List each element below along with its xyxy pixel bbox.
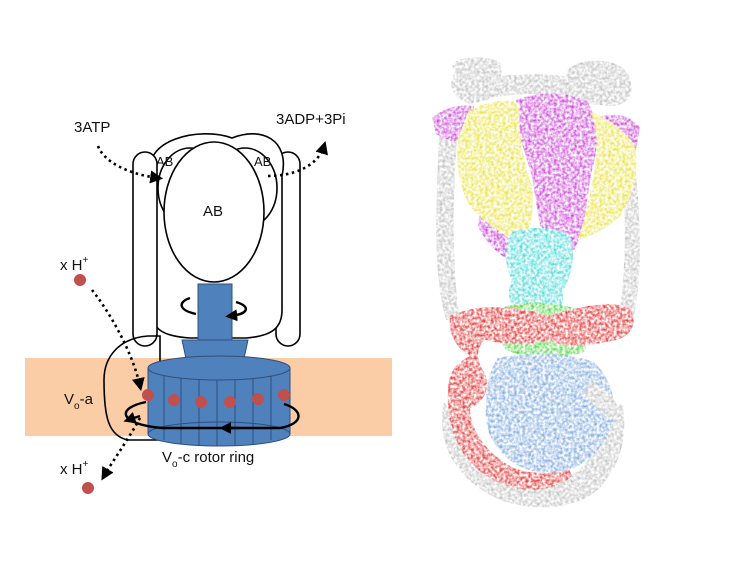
rotor-ring: [126, 356, 299, 446]
proton-in-dot: [74, 274, 86, 286]
proton-dot: [168, 394, 180, 406]
ab-label-left: AB: [156, 154, 173, 169]
schematic-diagram: 3ATP 3ADP+3Pi AB AB AB x H+ x H+ Vo-a Vo…: [25, 111, 392, 494]
proton-out-dot: [82, 482, 94, 494]
ab-label-right: AB: [254, 154, 271, 169]
rotor-label: Vo-c rotor ring: [162, 449, 254, 470]
adp-label: 3ADP+3Pi: [276, 111, 346, 128]
proton-out-label: x H+: [60, 459, 89, 478]
proton-dot: [252, 393, 264, 405]
cryo-em-density-map: [432, 57, 640, 507]
central-stalk-density: [506, 228, 573, 312]
proton-dot: [278, 389, 290, 401]
proton-dot: [142, 389, 154, 401]
proton-dot: [224, 396, 236, 408]
central-stalk: [198, 284, 232, 340]
atp-label: 3ATP: [74, 119, 110, 136]
proton-dot: [195, 396, 207, 408]
stator-left: [133, 152, 157, 346]
proton-in-label: x H+: [60, 255, 89, 274]
ab-label-center: AB: [203, 203, 223, 220]
